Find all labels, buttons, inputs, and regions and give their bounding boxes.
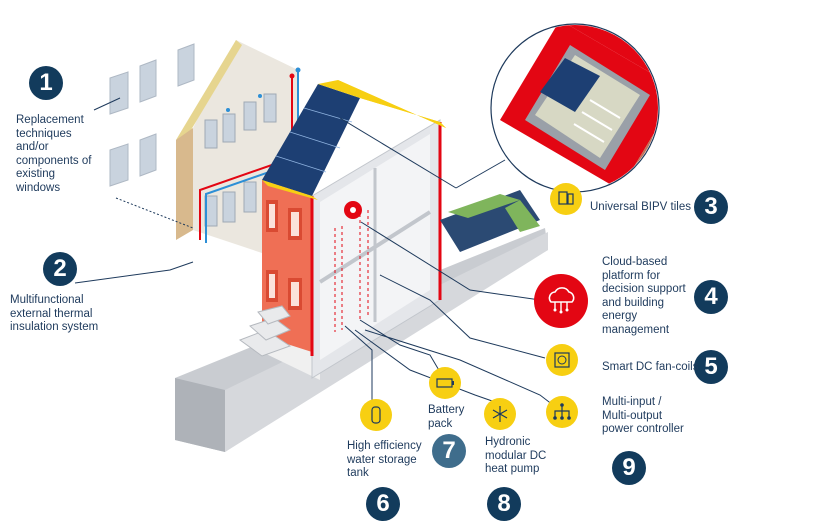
callout-number-5: 5 — [694, 350, 728, 384]
callout-label-5: Smart DC fan-coils — [602, 361, 699, 373]
ghost-windows — [109, 43, 195, 187]
heat-pump-icon — [484, 398, 516, 430]
cloud-network-icon — [534, 274, 588, 328]
house-section — [238, 80, 446, 380]
callout-number-1: 1 — [29, 66, 63, 100]
power-controller-icon — [546, 396, 578, 428]
callout-number-4: 4 — [694, 280, 728, 314]
extension — [440, 190, 540, 252]
connector-lines — [74, 97, 554, 406]
callout-label-6: High efficiency water storage tank — [347, 440, 422, 479]
callout-number-9: 9 — [612, 451, 646, 485]
solar-tile-icon — [550, 183, 582, 215]
callout-label-8: Hydronic modular DC heat pump — [485, 436, 547, 475]
callout-number-3: 3 — [694, 190, 728, 224]
callout-label-3: Universal BIPV tiles — [590, 201, 691, 213]
water-tank-icon — [360, 399, 392, 431]
callout-label-9: Multi-input / Multi-output power control… — [602, 396, 684, 435]
bipv-detail — [455, 23, 660, 193]
fan-coil-icon — [546, 344, 578, 376]
callout-number-6: 6 — [366, 487, 400, 521]
callout-label-2: Multifunctional external thermal insulat… — [10, 294, 99, 333]
callout-number-8: 8 — [487, 487, 521, 521]
callout-number-7: 7 — [432, 434, 466, 468]
callout-number-2: 2 — [43, 252, 77, 286]
callout-label-7: Battery pack — [428, 404, 465, 430]
callout-label-1: Replacement techniques and/or components… — [16, 114, 92, 194]
callout-label-4: Cloud-based platform for decision suppor… — [602, 256, 686, 336]
battery-icon — [429, 367, 461, 399]
